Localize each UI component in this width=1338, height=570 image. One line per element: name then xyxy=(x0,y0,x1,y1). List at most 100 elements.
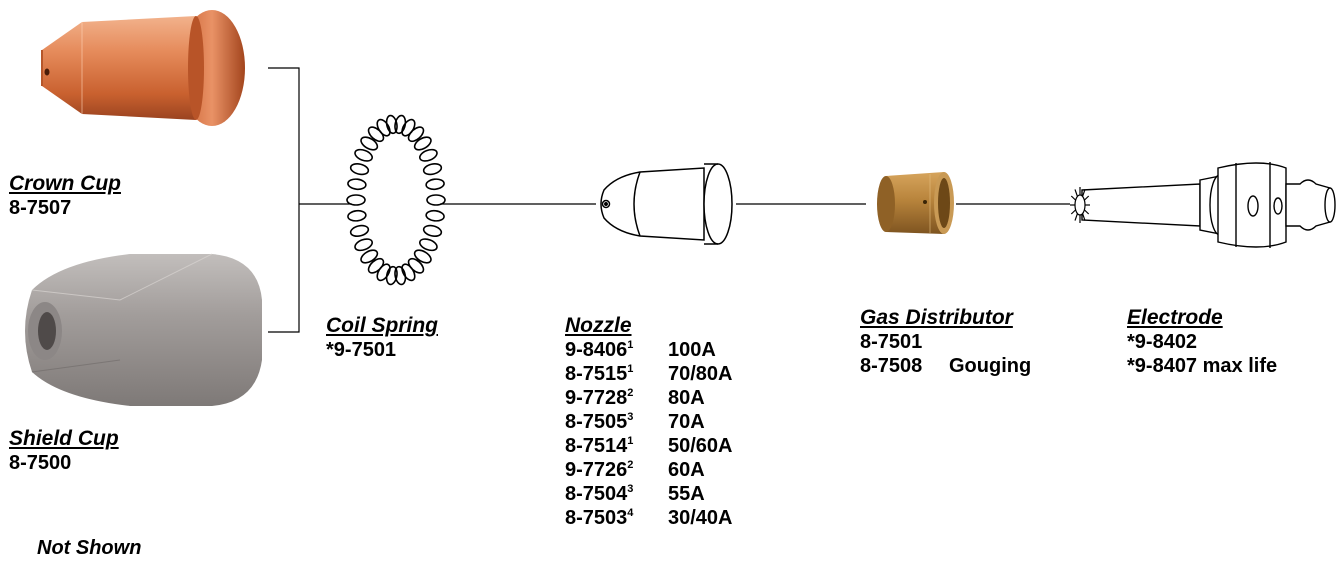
nozzle-amperage: 60A xyxy=(668,459,705,481)
spring-coil-loop xyxy=(367,257,385,274)
not-shown-heading: Not Shown xyxy=(37,537,142,559)
nozzle-footnote-marker: 2 xyxy=(627,387,634,399)
nozzle-footnote-marker: 1 xyxy=(627,363,634,375)
nozzle-part-code: 9-8406 xyxy=(565,339,628,361)
nozzle-footnote-marker: 3 xyxy=(627,411,634,423)
nozzle-image xyxy=(600,163,733,245)
spring-coil-loop xyxy=(360,136,379,151)
nozzle-amperage: 55A xyxy=(668,483,705,505)
gas-distributor-part-number: 8-7508 xyxy=(860,355,923,377)
spring-coil-loop xyxy=(413,136,432,151)
electrode-tip-face xyxy=(1074,194,1086,216)
spring-coil-loop xyxy=(360,249,379,264)
nozzle-title: Nozzle xyxy=(565,314,632,337)
nozzle-part-code: 9-7726 xyxy=(565,459,628,481)
nozzle-part-code: 8-7504 xyxy=(565,483,628,505)
spring-coil-loop xyxy=(413,249,432,264)
spring-coil-loop xyxy=(376,263,391,282)
spring-coil-loop xyxy=(349,224,370,237)
electrode-label: Electrode *9-8402 *9-8407 max life xyxy=(1127,306,1277,378)
nozzle-footnote-marker: 1 xyxy=(627,339,634,351)
nozzle-footnote-marker: 3 xyxy=(627,483,634,495)
spring-coil-loop xyxy=(407,126,425,143)
gas-distributor-image xyxy=(877,172,954,234)
electrode-title: Electrode xyxy=(1127,306,1223,329)
electrode-image xyxy=(1070,162,1336,248)
gas-distributor-title: Gas Distributor xyxy=(860,306,1013,329)
nozzle-part-code: 9-7728 xyxy=(565,387,628,409)
spring-coil-loop xyxy=(385,114,398,135)
nozzle-part-code: 8-7505 xyxy=(565,411,628,433)
nozzle-part-number: 8-75053 xyxy=(565,410,668,434)
nozzle-amperage: 50/60A xyxy=(668,435,733,457)
spring-coil-loop xyxy=(354,148,373,162)
connector-crown-cup xyxy=(268,67,300,333)
crown-cup-title: Crown Cup xyxy=(9,172,121,195)
coil-spring-part-number: *9-7501 xyxy=(326,339,397,361)
spring-coil-loop xyxy=(385,265,398,286)
gas-distributor-row: 8-7501 xyxy=(860,330,1031,354)
spring-coil-loop xyxy=(426,194,446,206)
gas-distributor-use: Gouging xyxy=(949,355,1032,377)
shield-cup-label: Shield Cup 8-7500 xyxy=(9,427,119,475)
nozzle-part-number: 8-75141 xyxy=(565,434,668,458)
nozzle-amperage: 80A xyxy=(668,387,705,409)
spring-coil-loop xyxy=(401,263,416,282)
nozzle-amperage: 70A xyxy=(668,411,705,433)
nozzle-amperage: 70/80A xyxy=(668,363,733,385)
coil-spring-title: Coil Spring xyxy=(326,314,438,337)
spring-coil-loop xyxy=(347,178,367,191)
spring-coil-loop xyxy=(425,178,445,191)
nozzle-part-number: 8-75034 xyxy=(565,506,668,530)
nozzle-part-code: 8-7503 xyxy=(565,507,628,529)
nozzle-part-number: 9-77282 xyxy=(565,386,668,410)
shield-cup-image xyxy=(25,253,262,406)
spring-coil-loop xyxy=(422,163,443,176)
nozzle-part-number: 8-75043 xyxy=(565,482,668,506)
spring-coil-loop xyxy=(419,148,438,162)
crown-cup-part-number: 8-7507 xyxy=(9,197,72,219)
spring-coil-loop xyxy=(401,118,416,137)
spring-coil-loop xyxy=(346,194,366,206)
gas-distributor-part-number: 8-7501 xyxy=(860,331,923,353)
electrode-part-number: *9-8402 xyxy=(1127,331,1198,353)
crown-cup-image xyxy=(41,10,245,126)
nozzle-footnote-marker: 1 xyxy=(627,435,634,447)
nozzle-part-number: 9-77262 xyxy=(565,458,668,482)
spring-coil-loop xyxy=(394,114,407,135)
nozzle-amperage: 100A xyxy=(668,339,716,361)
shield-cup-title: Shield Cup xyxy=(9,427,119,450)
nozzle-footnote-marker: 2 xyxy=(627,459,634,471)
nozzle-part-number: 8-75151 xyxy=(565,362,668,386)
spring-coil-loop xyxy=(394,265,407,286)
nozzle-part-number: 9-84061 xyxy=(565,338,668,362)
spring-coil-loop xyxy=(376,118,391,137)
spring-coil-loop xyxy=(349,163,370,176)
gas-distributor-row: 8-7508 Gouging xyxy=(860,354,1031,378)
coil-spring-image xyxy=(346,114,446,286)
nozzle-part-code: 8-7515 xyxy=(565,363,628,385)
nozzle-part-code: 8-7514 xyxy=(565,435,628,457)
coil-spring-label: Coil Spring *9-7501 xyxy=(326,314,438,362)
spring-coil-loop xyxy=(354,238,373,252)
spring-coil-loop xyxy=(422,224,443,237)
nozzle-amperage: 30/40A xyxy=(668,507,733,529)
spring-coil-loop xyxy=(347,209,367,222)
nozzle-footnote-marker: 4 xyxy=(627,507,634,519)
spring-coil-loop xyxy=(419,238,438,252)
electrode-part-number-max-life: *9-8407 max life xyxy=(1127,355,1278,377)
spring-coil-loop xyxy=(425,209,445,222)
